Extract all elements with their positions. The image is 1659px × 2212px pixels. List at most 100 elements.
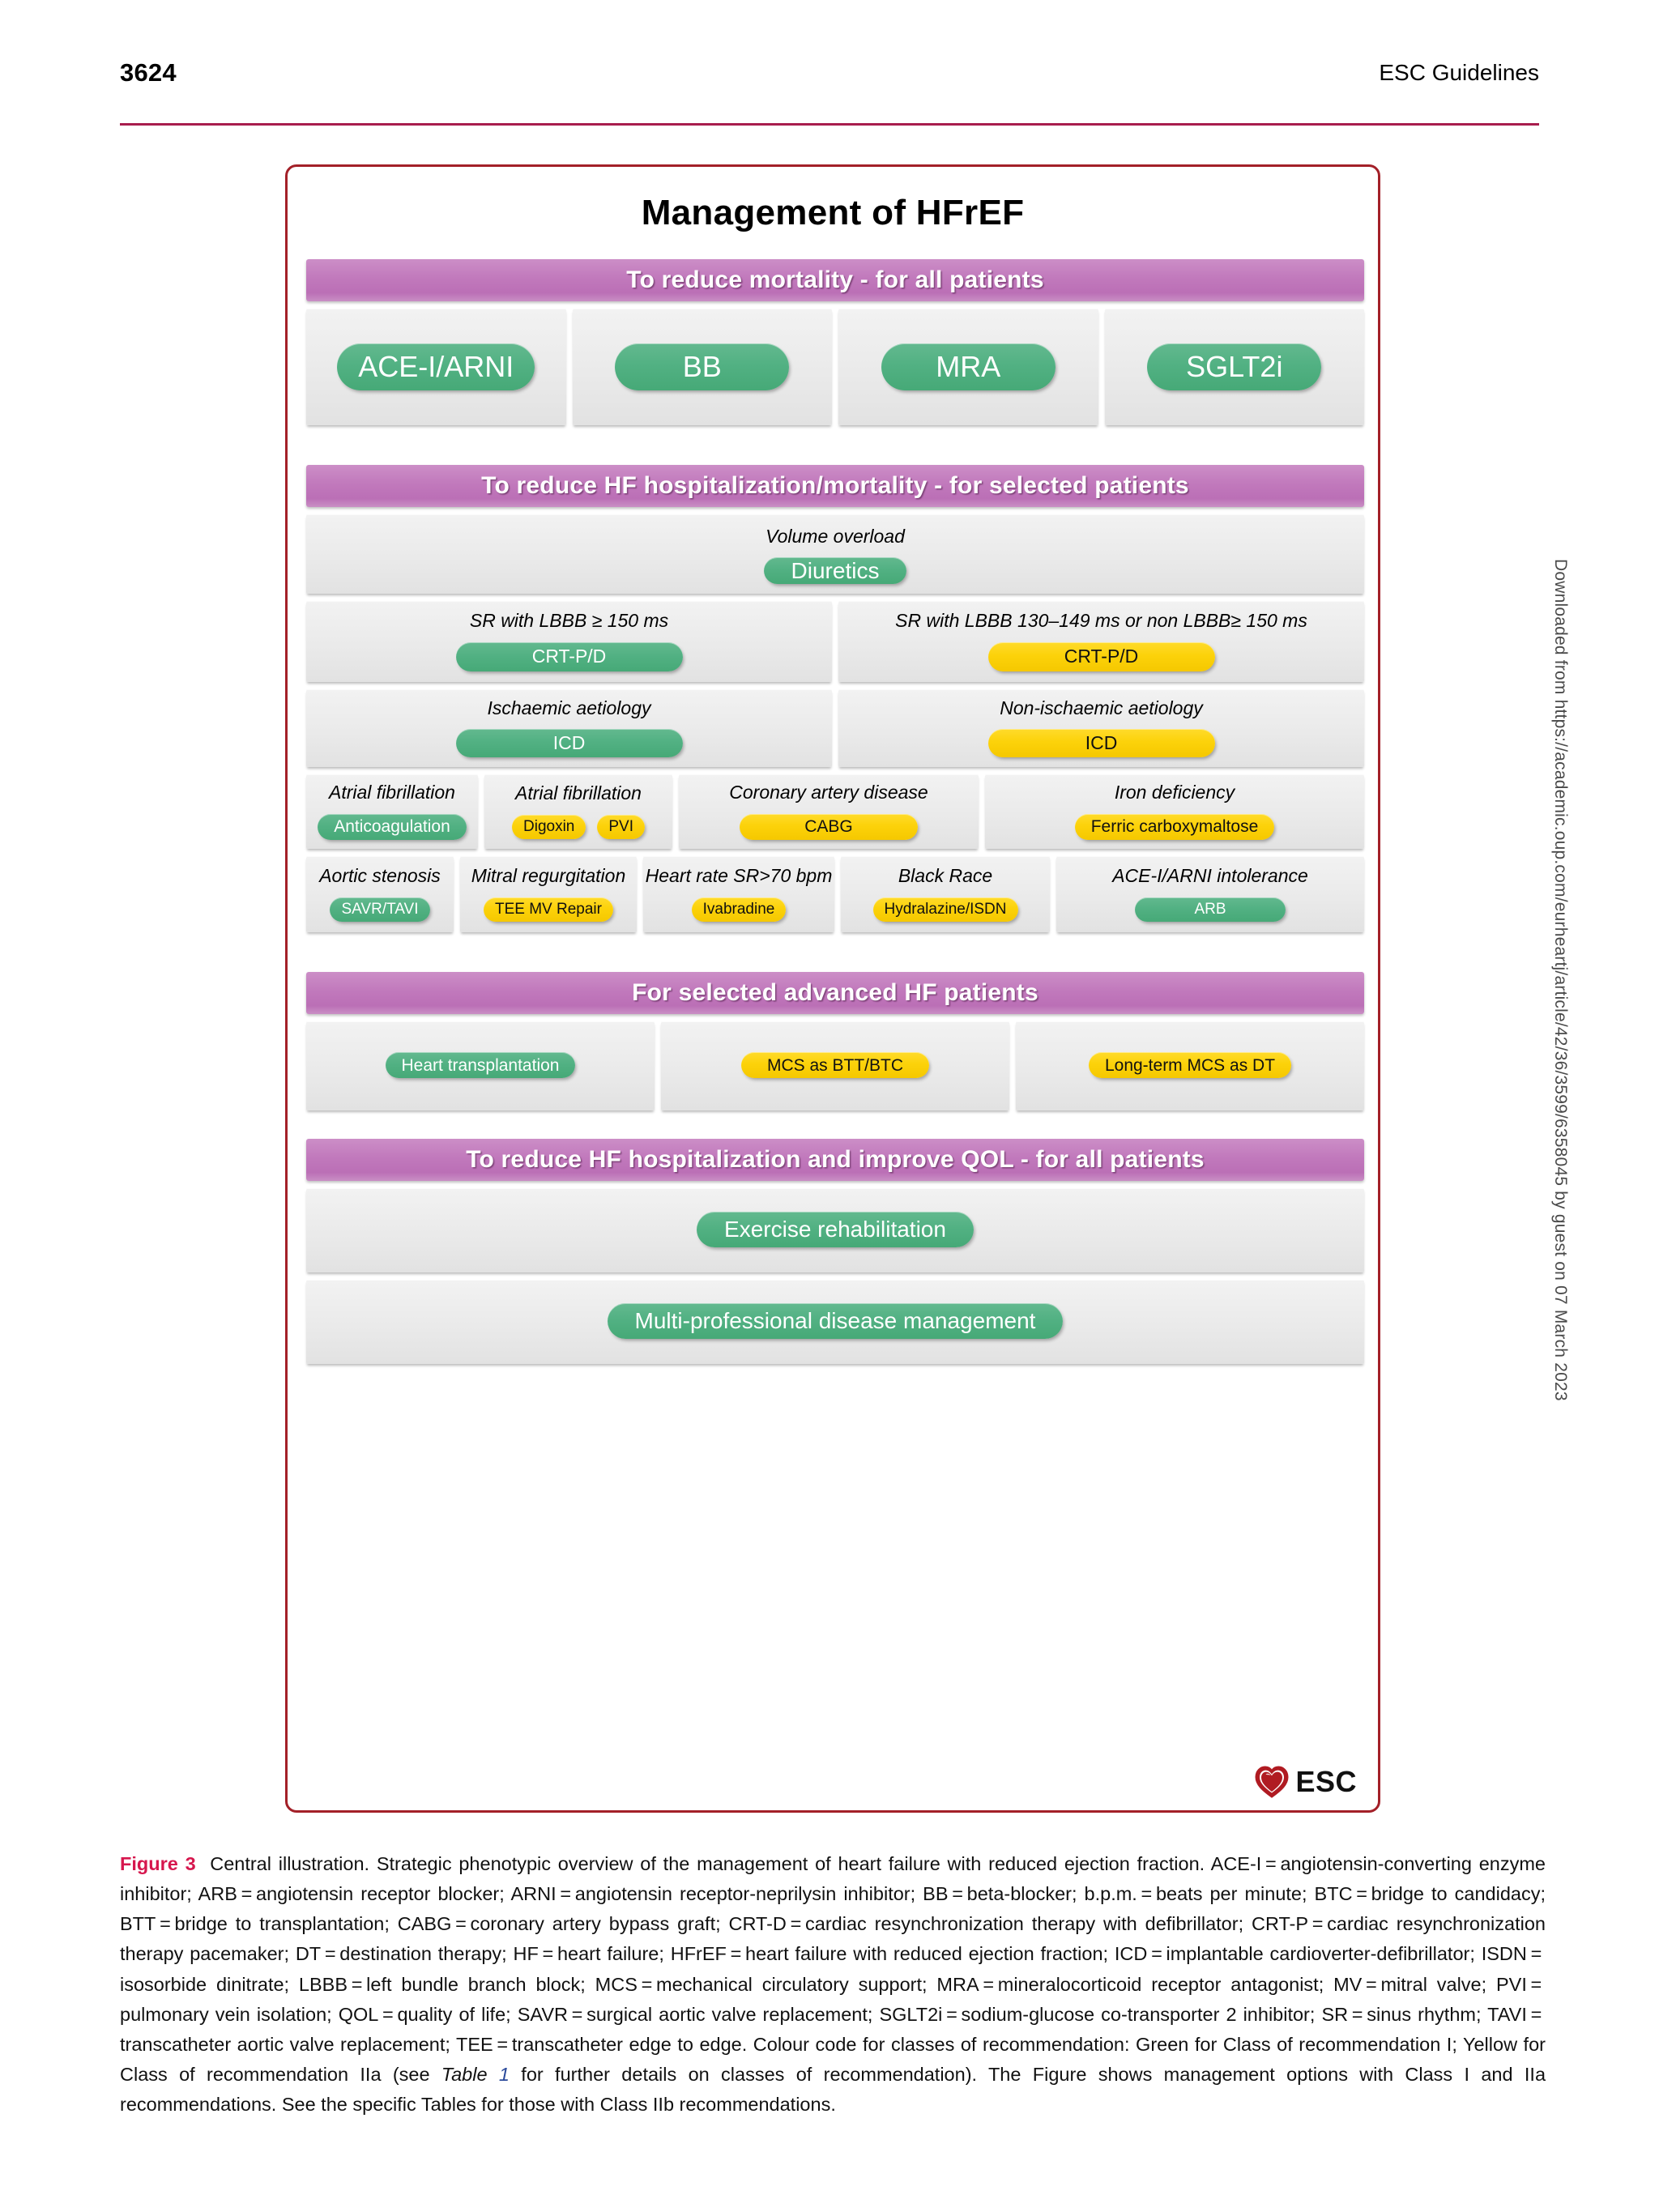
drug-panel-sglt2i[interactable]: SGLT2i bbox=[1104, 309, 1364, 425]
figure-caption-text-2: for further details on classes of recomm… bbox=[120, 2063, 1546, 2115]
pill-icd-yellow[interactable]: ICD bbox=[987, 729, 1215, 757]
esc-wordmark: ESC bbox=[1295, 1765, 1357, 1798]
panel-acei-arni-intolerance[interactable]: ACE-I/ARNI intolerance ARB bbox=[1056, 856, 1364, 932]
panel-ischaemic-aetiology[interactable]: Ischaemic aetiology ICD bbox=[306, 689, 832, 767]
section-band-hospitalization: To reduce HF hospitalization/mortality -… bbox=[306, 465, 1364, 507]
comorbidity-row-2: Aortic stenosis SAVR/TAVI Mitral regurgi… bbox=[306, 856, 1364, 932]
running-head: ESC Guidelines bbox=[1379, 60, 1539, 85]
panel-mcs-btt-btc[interactable]: MCS as BTT/BTC bbox=[661, 1021, 1009, 1110]
heart-icon bbox=[1254, 1765, 1290, 1799]
table-reference-number[interactable]: 1 bbox=[498, 2063, 510, 2085]
panel-sr-lbbb-130-149[interactable]: SR with LBBB 130–149 ms or non LBBB≥ 150… bbox=[838, 601, 1364, 682]
pill-multi-professional-disease-management[interactable]: Multi-professional disease management bbox=[607, 1303, 1064, 1339]
spacer bbox=[306, 940, 1364, 972]
pill-diuretics[interactable]: Diuretics bbox=[763, 557, 907, 584]
volume-overload-row: Volume overload Diuretics bbox=[306, 514, 1364, 594]
pill-group: Ferric carboxymaltose bbox=[990, 813, 1359, 840]
condition-atrial-fibrillation-2: Atrial fibrillation bbox=[515, 782, 642, 804]
condition-sr-lbbb-130-149: SR with LBBB 130–149 ms or non LBBB≥ 150… bbox=[895, 610, 1307, 632]
figure-caption-label: Figure 3 bbox=[120, 1853, 196, 1874]
pill-group: Digoxin PVI bbox=[489, 814, 667, 839]
pill-crt-pd-green[interactable]: CRT-P/D bbox=[455, 641, 683, 671]
pill-digoxin[interactable]: Digoxin bbox=[512, 814, 586, 839]
panel-coronary-artery-disease[interactable]: Coronary artery disease CABG bbox=[679, 774, 979, 849]
pill-mra[interactable]: MRA bbox=[881, 343, 1056, 390]
drug-panel-acei-arni[interactable]: ACE-I/ARNI bbox=[306, 309, 566, 425]
comorbidity-row-1: Atrial fibrillation Anticoagulation Atri… bbox=[306, 774, 1364, 849]
figure-3-central-illustration: Management of HFrEF To reduce mortality … bbox=[285, 164, 1380, 1813]
download-provenance-note: Downloaded from https://academic.oup.com… bbox=[1551, 559, 1570, 1401]
advanced-hf-row: Heart transplantation MCS as BTT/BTC Lon… bbox=[306, 1021, 1364, 1110]
pill-cabg[interactable]: CABG bbox=[740, 813, 918, 840]
crt-row: SR with LBBB ≥ 150 ms CRT-P/D SR with LB… bbox=[306, 601, 1364, 682]
section-band-mortality: To reduce mortality - for all patients bbox=[306, 259, 1364, 301]
pill-long-term-mcs-dt[interactable]: Long-term MCS as DT bbox=[1088, 1052, 1292, 1078]
drug-panel-mra[interactable]: MRA bbox=[838, 309, 1098, 425]
pill-acei-arni[interactable]: ACE-I/ARNI bbox=[337, 343, 535, 390]
section-band-label: To reduce HF hospitalization/mortality -… bbox=[481, 472, 1189, 499]
condition-iron-deficiency: Iron deficiency bbox=[1114, 782, 1235, 803]
pill-bb[interactable]: BB bbox=[615, 343, 790, 390]
pill-savr-tavi[interactable]: SAVR/TAVI bbox=[330, 897, 430, 922]
pill-group: Anticoagulation bbox=[311, 813, 473, 840]
condition-ischaemic-aetiology: Ischaemic aetiology bbox=[487, 697, 651, 718]
condition-aortic-stenosis: Aortic stenosis bbox=[319, 865, 441, 887]
condition-coronary-artery-disease: Coronary artery disease bbox=[729, 782, 928, 803]
icd-row: Ischaemic aetiology ICD Non-ischaemic ae… bbox=[306, 689, 1364, 767]
header-rule bbox=[120, 123, 1539, 126]
figure-caption-text-1: Central illustration. Strategic phenotyp… bbox=[120, 1853, 1546, 2085]
panel-heart-transplantation[interactable]: Heart transplantation bbox=[306, 1021, 655, 1110]
pill-icd-green[interactable]: ICD bbox=[455, 729, 683, 757]
pill-sglt2i[interactable]: SGLT2i bbox=[1147, 343, 1322, 390]
panel-volume-overload[interactable]: Volume overload Diuretics bbox=[306, 514, 1364, 594]
table-reference-label: Table bbox=[441, 2063, 488, 2085]
page-number: 3624 bbox=[120, 58, 177, 87]
pill-anticoagulation[interactable]: Anticoagulation bbox=[318, 813, 467, 840]
condition-volume-overload: Volume overload bbox=[766, 526, 905, 547]
panel-exercise-rehabilitation[interactable]: Exercise rehabilitation bbox=[306, 1188, 1364, 1272]
panel-heart-rate[interactable]: Heart rate SR>70 bpm Ivabradine bbox=[643, 856, 834, 932]
panel-sr-lbbb-150[interactable]: SR with LBBB ≥ 150 ms CRT-P/D bbox=[306, 601, 832, 682]
pill-exercise-rehabilitation[interactable]: Exercise rehabilitation bbox=[697, 1212, 974, 1247]
pill-arb[interactable]: ARB bbox=[1135, 897, 1286, 922]
section-band-qol: To reduce HF hospitalization and improve… bbox=[306, 1139, 1364, 1181]
pill-heart-transplantation[interactable]: Heart transplantation bbox=[385, 1052, 576, 1078]
pill-hydralazine-isdn[interactable]: Hydralazine/ISDN bbox=[872, 897, 1018, 922]
exercise-rehabilitation-row: Exercise rehabilitation bbox=[306, 1188, 1364, 1272]
pill-group: CABG bbox=[684, 813, 974, 840]
figure-title: Management of HFrEF bbox=[641, 193, 1025, 232]
figure-caption: Figure 3 Central illustration. Strategic… bbox=[120, 1849, 1546, 2120]
condition-sr-lbbb-150: SR with LBBB ≥ 150 ms bbox=[469, 610, 669, 632]
section-band-label: To reduce mortality - for all patients bbox=[626, 266, 1044, 293]
section-band-advanced-hf: For selected advanced HF patients bbox=[306, 972, 1364, 1014]
panel-atrial-fibrillation-rate-rhythm[interactable]: Atrial fibrillation Digoxin PVI bbox=[484, 774, 672, 849]
disease-management-row: Multi-professional disease management bbox=[306, 1280, 1364, 1364]
pill-crt-pd-yellow[interactable]: CRT-P/D bbox=[987, 641, 1215, 671]
condition-black-race: Black Race bbox=[898, 865, 993, 887]
condition-non-ischaemic-aetiology: Non-ischaemic aetiology bbox=[1000, 697, 1203, 718]
panel-aortic-stenosis[interactable]: Aortic stenosis SAVR/TAVI bbox=[306, 856, 454, 932]
panel-black-race[interactable]: Black Race Hydralazine/ISDN bbox=[841, 856, 1050, 932]
drug-panel-bb[interactable]: BB bbox=[572, 309, 832, 425]
panel-multi-professional-disease-management[interactable]: Multi-professional disease management bbox=[306, 1280, 1364, 1364]
section-band-label: For selected advanced HF patients bbox=[632, 979, 1038, 1006]
pill-ivabradine[interactable]: Ivabradine bbox=[691, 897, 787, 922]
panel-atrial-fibrillation-anticoagulation[interactable]: Atrial fibrillation Anticoagulation bbox=[306, 774, 478, 849]
panel-non-ischaemic-aetiology[interactable]: Non-ischaemic aetiology ICD bbox=[838, 689, 1364, 767]
spacer bbox=[306, 1118, 1364, 1139]
panel-long-term-mcs-dt[interactable]: Long-term MCS as DT bbox=[1016, 1021, 1364, 1110]
condition-acei-arni-intolerance: ACE-I/ARNI intolerance bbox=[1112, 865, 1308, 887]
pill-mcs-btt-btc[interactable]: MCS as BTT/BTC bbox=[741, 1052, 929, 1078]
panel-iron-deficiency[interactable]: Iron deficiency Ferric carboxymaltose bbox=[985, 774, 1364, 849]
pill-ferric-carboxymaltose[interactable]: Ferric carboxymaltose bbox=[1074, 813, 1275, 840]
figure-body: To reduce mortality - for all patients A… bbox=[306, 259, 1364, 1371]
spacer bbox=[306, 433, 1364, 465]
panel-mitral-regurgitation[interactable]: Mitral regurgitation TEE MV Repair bbox=[460, 856, 637, 932]
pill-tee-mv-repair[interactable]: TEE MV Repair bbox=[484, 897, 613, 922]
condition-atrial-fibrillation-1: Atrial fibrillation bbox=[329, 782, 455, 803]
page-header: 3624 ESC Guidelines bbox=[120, 58, 1539, 107]
pill-pvi[interactable]: PVI bbox=[597, 814, 645, 839]
condition-mitral-regurgitation: Mitral regurgitation bbox=[471, 865, 626, 887]
section-band-label: To reduce HF hospitalization and improve… bbox=[466, 1146, 1205, 1173]
esc-logo: ESC bbox=[1254, 1765, 1357, 1799]
